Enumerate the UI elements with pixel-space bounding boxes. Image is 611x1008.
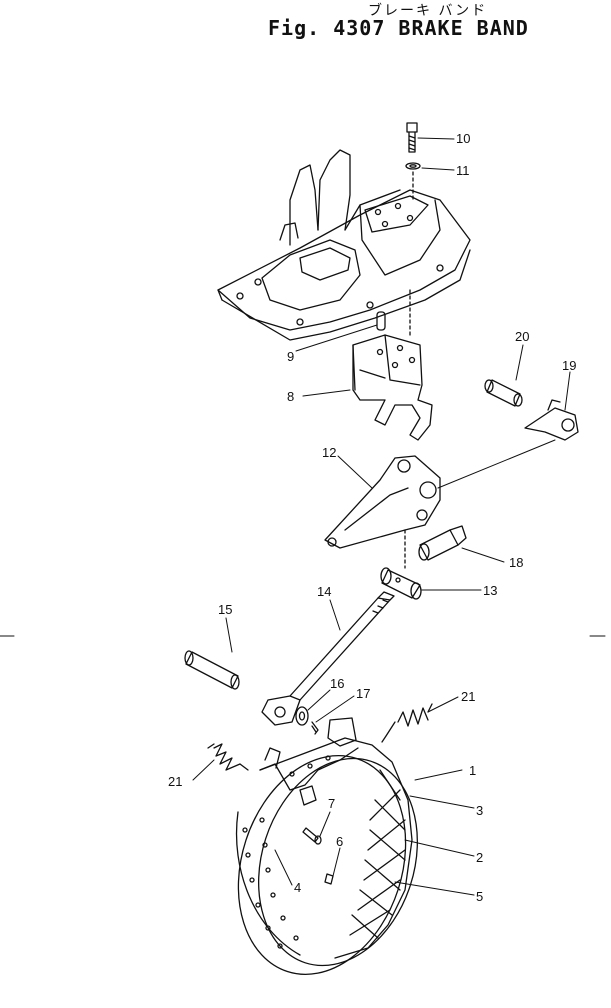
pin-part-13 — [380, 567, 422, 600]
callout-16: 16 — [330, 676, 344, 691]
bolt-part-7 — [302, 827, 322, 845]
rivet-part-6 — [324, 873, 334, 885]
callout-1: 1 — [469, 763, 476, 778]
callout-14: 14 — [317, 584, 331, 599]
brake-band-assembly — [235, 717, 419, 975]
callout-labels: 10 11 9 8 20 19 12 18 13 14 15 16 17 21 … — [168, 131, 576, 904]
washer-part-16 — [295, 706, 309, 726]
callout-7: 7 — [328, 796, 335, 811]
lever-part-12 — [324, 455, 441, 549]
callout-6: 6 — [336, 834, 343, 849]
rod-part-14 — [261, 591, 395, 726]
cotter-pin-part-17 — [311, 721, 319, 735]
callout-18: 18 — [509, 555, 523, 570]
callout-20: 20 — [515, 329, 529, 344]
title-japanese: ブレーキ バンド — [368, 3, 488, 19]
callout-15: 15 — [218, 602, 232, 617]
housing-cover — [217, 149, 471, 341]
spring-part-21-right — [381, 703, 433, 743]
callout-17: 17 — [356, 686, 370, 701]
callout-13: 13 — [483, 583, 497, 598]
bracket-part-8 — [352, 334, 433, 441]
callout-11: 11 — [456, 163, 470, 178]
figure-title: Fig. 4307 BRAKE BAND — [268, 16, 529, 40]
callout-3: 3 — [476, 803, 483, 818]
pin-part-15 — [184, 650, 240, 690]
callout-19: 19 — [562, 358, 576, 373]
callout-8: 8 — [287, 389, 294, 404]
spring-part-21-left — [207, 743, 249, 771]
bolt-part-10 — [406, 122, 418, 153]
callout-21-right: 21 — [461, 689, 475, 704]
pin-part-18 — [418, 525, 467, 561]
callout-9: 9 — [287, 349, 294, 364]
callout-21-left: 21 — [168, 774, 182, 789]
lever-part-19 — [524, 399, 579, 441]
callout-2: 2 — [476, 850, 483, 865]
callout-5: 5 — [476, 889, 483, 904]
callout-12: 12 — [322, 445, 336, 460]
pin-part-20 — [484, 379, 523, 407]
callout-10: 10 — [456, 131, 470, 146]
leader-lines — [0, 137, 606, 896]
pin-part-9 — [376, 311, 386, 331]
callout-4: 4 — [294, 880, 301, 895]
washer-part-11 — [405, 162, 421, 170]
